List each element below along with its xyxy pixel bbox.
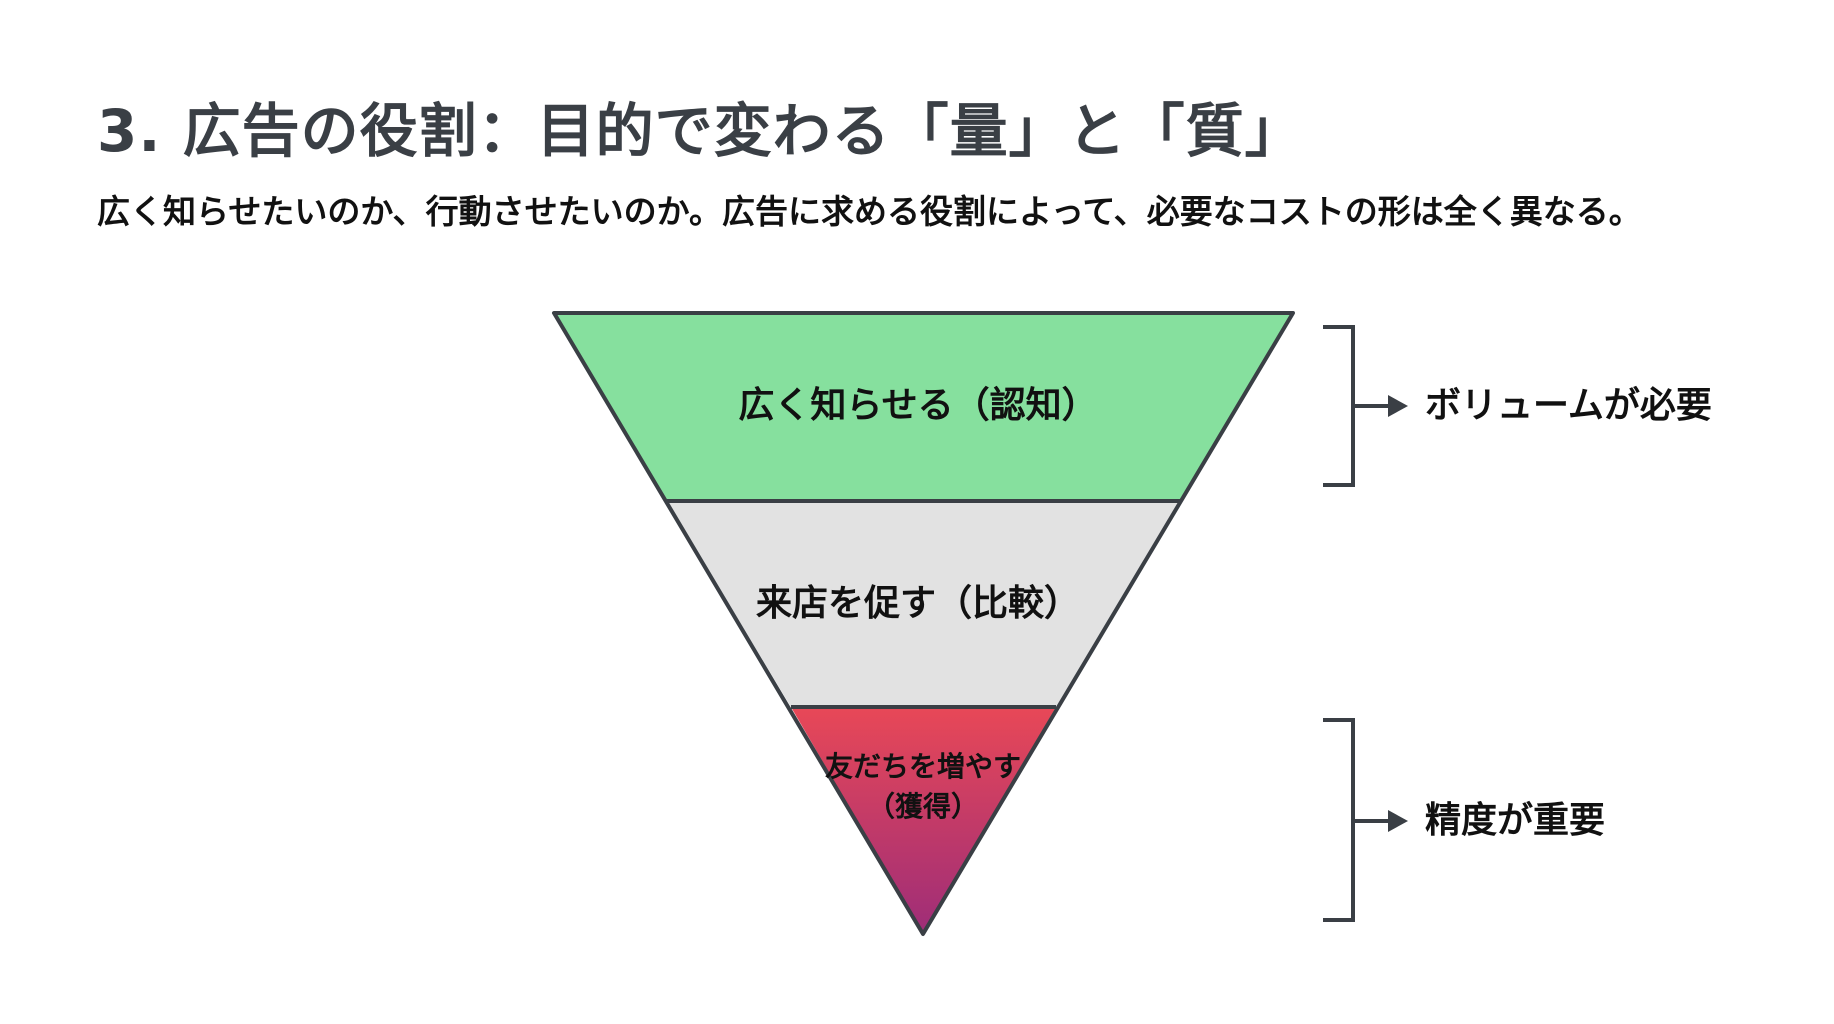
funnel-label-comparison: 来店を促す（比較） — [756, 583, 1080, 624]
funnel-label-awareness: 広く知らせる（認知） — [738, 385, 1097, 426]
funnel-level-awareness — [554, 313, 1293, 501]
page-subtitle: 広く知らせたいのか、行動させたいのか。広告に求める役割によって、必要なコストの形… — [97, 192, 1642, 231]
bracket-bottom — [1323, 718, 1355, 922]
annotation-volume: ボリュームが必要 — [1425, 385, 1712, 426]
annotation-precision: 精度が重要 — [1425, 800, 1605, 841]
funnel-label-acquisition-line2: （獲得） — [867, 790, 979, 823]
funnel-label-acquisition-line1: 友だちを増やす — [825, 750, 1021, 783]
bracket-top — [1323, 325, 1355, 487]
arrow-bottom-icon — [1388, 810, 1408, 832]
funnel-level-comparison — [667, 501, 1180, 707]
funnel-level-acquisition — [791, 707, 1056, 934]
page-title: 3. 広告の役割：目的で変わる「量」と「質」 — [97, 97, 1304, 165]
arrow-top-icon — [1388, 395, 1408, 417]
funnel-outline — [552, 311, 1295, 936]
